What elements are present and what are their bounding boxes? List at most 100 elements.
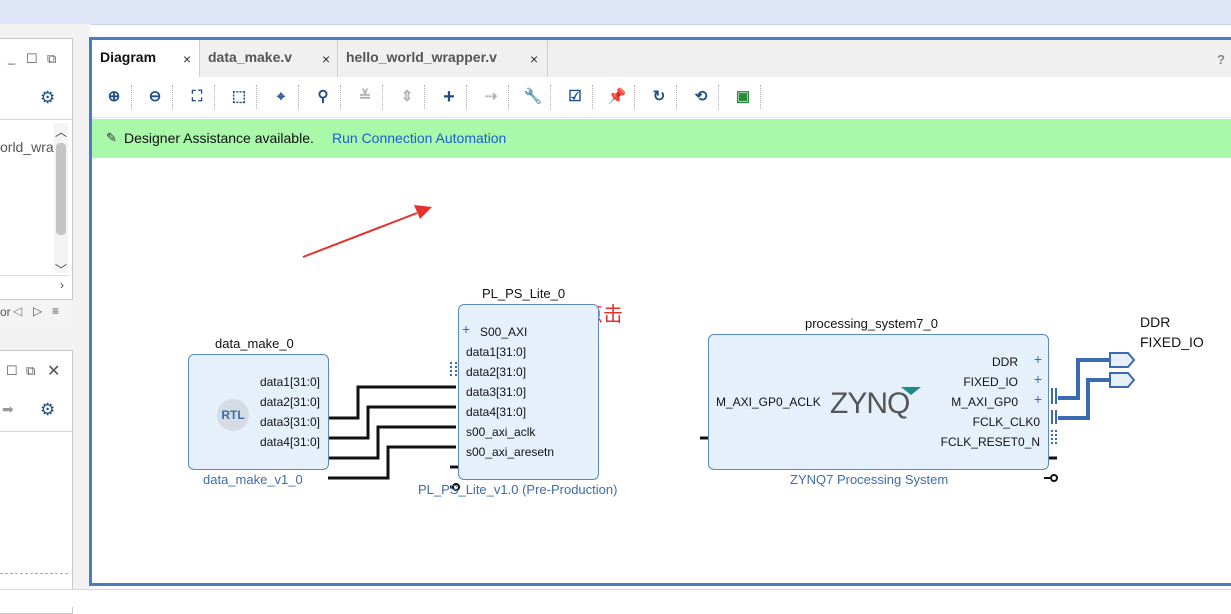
port-ddr[interactable]: DDR [992,355,1018,369]
separator [424,85,426,109]
tab-data-make[interactable]: data_make.v × [200,40,338,77]
maximize-icon[interactable]: ☐ [6,363,18,378]
pin-icon: ✎ [106,130,117,145]
port-m-axi-gp0-aclk[interactable]: M_AXI_GP0_ACLK [716,395,821,409]
diagram-panel: Diagram × data_make.v × hello_world_wrap… [89,37,1231,586]
run-connection-automation-link[interactable]: Run Connection Automation [332,130,507,146]
port-data1[interactable]: data1[31:0] [259,375,320,389]
separator [676,85,678,109]
data-make-block[interactable]: RTL data1[31:0] data2[31:0] data3[31:0] … [188,354,329,470]
reset-pin[interactable] [452,483,460,491]
scroll-right-icon[interactable]: ▷ [33,304,43,318]
port-data3[interactable]: data3[31:0] [259,415,320,429]
maximize-icon[interactable]: ☐ [26,51,38,66]
port-data4[interactable]: data4[31:0] [259,435,320,449]
fit-view-icon[interactable]: ⛶ [191,88,203,105]
sources-toolbar: ⚙ [0,79,72,120]
fit-selection-icon[interactable]: ⬚ [231,88,247,105]
separator [382,85,384,109]
close-icon[interactable]: × [530,51,539,67]
scroll-right-icon[interactable]: › [60,278,64,292]
scroll-down-icon[interactable]: ﹀ [55,263,68,277]
port-data4[interactable]: data4[31:0] [466,405,527,419]
left-panels: _ ☐ ⧉ ⚙ orld_wrap ︿ ﹀ › or ◁ ▷ ≡ ☐ ⧉ ✕ ➡… [0,24,90,614]
float-icon[interactable]: ⧉ [26,363,36,378]
close-icon[interactable]: × [183,51,192,67]
block-title: data_make_0 [215,336,294,351]
tab-hello-world-wrapper[interactable]: hello_world_wrapper.v × [338,40,548,77]
make-connection-icon[interactable]: ⇢ [484,88,498,105]
zynq-ps7-block[interactable]: M_AXI_GP0_ACLK ZYNQ DDR FIXED_IO M_AXI_G… [708,334,1049,470]
refresh-icon[interactable]: ↻ [652,88,666,105]
panel-tab-label[interactable]: or [0,305,11,319]
forward-icon[interactable]: ➡ [2,401,14,417]
properties-toolbar: ➡ ⚙ [0,391,72,432]
expand-bus-icon[interactable]: + [1033,351,1042,367]
gear-icon[interactable]: ⚙ [40,88,56,107]
zoom-in-icon[interactable]: ⊕ [107,88,121,105]
block-subtitle: PL_PS_Lite_v1.0 (Pre-Production) [418,482,618,497]
separator [760,85,762,109]
port-data2[interactable]: data2[31:0] [259,395,320,409]
expand-bus-icon[interactable]: + [1033,391,1042,407]
chip-icon[interactable]: ▣ [735,88,751,105]
horizontal-scrollbar[interactable]: › [0,275,70,298]
expand-icon[interactable]: ⇕ [400,88,414,105]
pin-icon[interactable]: 📌 [607,88,627,105]
search-icon[interactable]: ⚲ [317,88,329,105]
title-bar [0,0,1231,25]
regenerate-layout-icon[interactable]: ⟲ [694,88,708,105]
add-ip-icon[interactable]: + [443,86,455,108]
close-icon[interactable]: ✕ [47,363,61,380]
fixed-io-port-shape[interactable] [1109,372,1136,388]
expand-bus-icon[interactable]: + [1033,371,1042,387]
float-icon[interactable]: ⧉ [47,51,57,66]
minimize-icon[interactable]: _ [8,50,16,65]
block-title: PL_PS_Lite_0 [482,286,566,301]
status-strip [0,589,1231,607]
help-icon[interactable]: ? [1217,52,1225,67]
port-fixed-io[interactable]: FIXED_IO [963,375,1018,389]
external-bus-nets[interactable] [1058,358,1110,420]
properties-panel-header: ☐ ⧉ ✕ [0,351,72,392]
port-fclk-clk0[interactable]: FCLK_CLK0 [972,415,1040,429]
vertical-scrollbar[interactable]: ︿ ﹀ [54,123,68,277]
scroll-thumb[interactable] [56,143,66,235]
port-data2[interactable]: data2[31:0] [466,365,527,379]
gear-icon[interactable]: ⚙ [40,400,56,419]
tree-item-text[interactable]: orld_wrap [0,139,62,155]
zoom-out-icon[interactable]: ⊖ [148,88,162,105]
port-fclk-reset0-n[interactable]: FCLK_RESET0_N [940,435,1040,449]
separator [340,85,342,109]
port-m-axi-gp0[interactable]: M_AXI_GP0 [951,395,1018,409]
collapse-icon[interactable]: ≚ [358,88,372,105]
close-icon[interactable]: × [322,51,331,67]
port-data3[interactable]: data3[31:0] [466,385,527,399]
tab-diagram[interactable]: Diagram × [92,40,200,78]
port-aclk[interactable]: s00_axi_aclk [466,425,536,439]
panel-tab-strip: or ◁ ▷ ≡ [0,300,72,326]
scroll-left-icon[interactable]: ◁ [13,304,23,318]
block-subtitle: ZYNQ7 Processing System [790,472,949,487]
validate-icon[interactable]: ☑ [568,88,582,105]
port-s00-axi[interactable]: S00_AXI [480,325,528,339]
block-title: processing_system7_0 [805,316,938,331]
external-port-fixed-io[interactable]: FIXED_IO [1140,334,1204,350]
zynq-logo: ZYNQ [830,387,910,420]
port-aresetn[interactable]: s00_axi_aresetn [466,445,555,459]
list-icon[interactable]: ≡ [52,304,60,318]
block-design-canvas[interactable]: 弹出这个，点击 data_make_0 RTL data1[31:0] data… [92,158,1231,583]
external-port-ddr[interactable]: DDR [1140,314,1171,330]
target-icon[interactable]: ⌖ [276,88,286,105]
pl-ps-lite-block[interactable]: + S00_AXI data1[31:0] data2[31:0] data3[… [458,304,599,480]
properties-icon[interactable]: 🔧 [523,88,543,105]
properties-panel: ☐ ⧉ ✕ ➡ ⚙ [0,350,73,614]
scroll-up-icon[interactable]: ︿ [55,125,68,139]
nets[interactable] [328,385,456,480]
port-data1[interactable]: data1[31:0] [466,345,527,359]
expand-bus-icon[interactable]: + [462,321,471,337]
ddr-port-shape[interactable] [1109,352,1136,368]
editor-tab-bar: Diagram × data_make.v × hello_world_wrap… [92,40,1231,78]
reset-pin[interactable] [1050,474,1058,482]
block-subtitle: data_make_v1_0 [203,472,303,487]
